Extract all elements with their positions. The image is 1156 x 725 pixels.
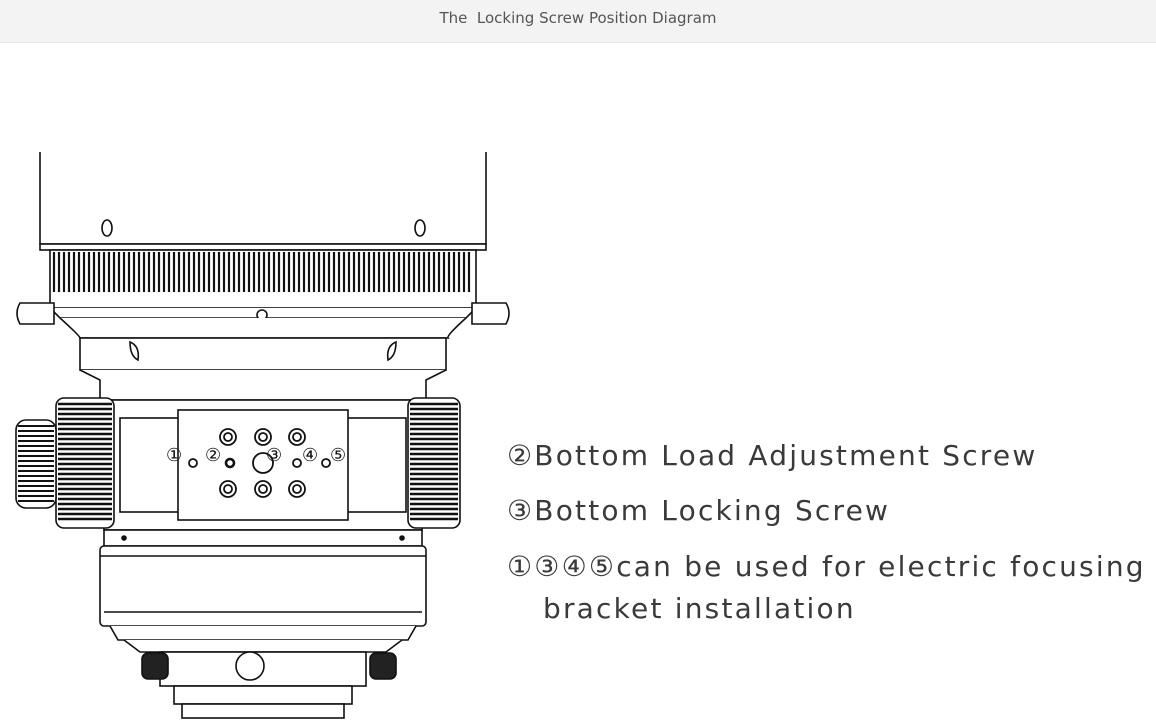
callout-5: ⑤ [330, 445, 346, 466]
screw-2 [224, 457, 236, 469]
callout-2: ② [205, 445, 221, 466]
title-bar: The Locking Screw Position Diagram [0, 0, 1156, 43]
lens-barrel: ① ② ③ ④ ⑤ [15, 152, 510, 719]
legend-item-3: ③Bottom Locking Screw [507, 494, 891, 527]
screw-holes [188, 428, 331, 498]
legend-item-1345-cont: bracket installation [543, 592, 856, 625]
legend-item-2: ②Bottom Load Adjustment Screw [507, 439, 1038, 472]
screw-1 [188, 458, 198, 468]
callout-1: ① [166, 445, 182, 466]
screw-5 [321, 458, 331, 468]
callout-4: ④ [302, 445, 318, 466]
page-title: The Locking Screw Position Diagram [439, 9, 717, 27]
callout-3: ③ [266, 445, 282, 466]
screw-3 [252, 452, 274, 474]
legend-item-1345: ①③④⑤can be used for electric focusing [507, 550, 1146, 583]
lens-diagram: ① ② ③ ④ ⑤ [15, 152, 510, 719]
screw-4 [292, 458, 302, 468]
